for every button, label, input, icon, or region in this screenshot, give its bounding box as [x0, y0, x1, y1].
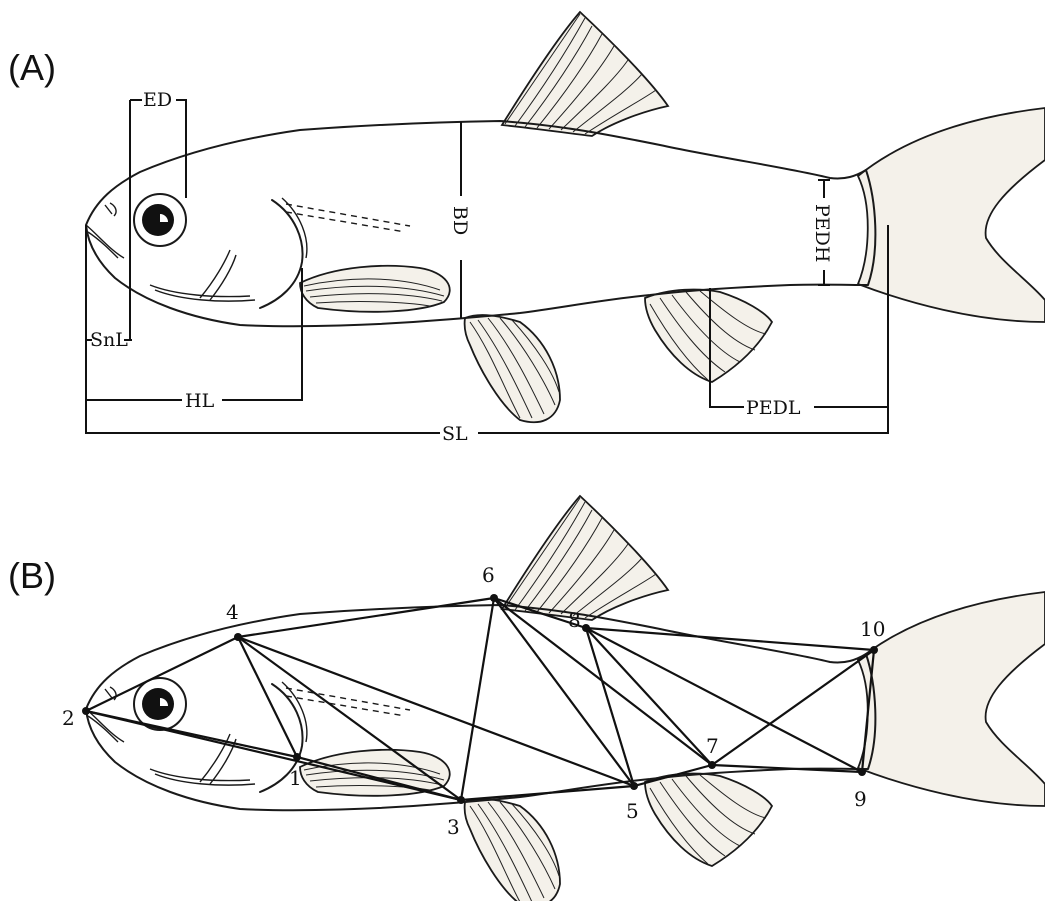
landmark-point-2: [82, 707, 90, 715]
landmark-label-2: 2: [62, 706, 75, 730]
landmark-point-7: [708, 761, 716, 769]
panel-a-label: (A): [8, 47, 56, 88]
panel-b: (B) 1 2 3 4 5 6 7 8 9 10: [8, 496, 1045, 901]
landmark-label-1: 1: [289, 766, 302, 790]
landmark-label-4: 4: [226, 600, 239, 624]
pedl-label: PEDL: [746, 397, 801, 419]
panel-a: (A) ED SnL HL SL: [8, 12, 1045, 445]
truss-line-3-6: [461, 598, 494, 800]
landmark-label-9: 9: [854, 787, 867, 811]
landmark-point-6: [490, 594, 498, 602]
hl-label: HL: [185, 390, 215, 412]
bd-label: BD: [449, 206, 471, 235]
landmark-label-3: 3: [447, 815, 460, 839]
landmark-point-8: [582, 624, 590, 632]
landmark-point-1: [293, 753, 301, 761]
sl-label: SL: [442, 423, 468, 445]
fish-outline-a: [86, 12, 1045, 422]
pedh-label: PEDH: [811, 204, 833, 262]
truss-line-6-5: [494, 598, 634, 786]
truss-line-8-10: [586, 628, 874, 650]
landmark-point-4: [234, 633, 242, 641]
landmark-point-10: [870, 646, 878, 654]
landmark-label-6: 6: [482, 563, 495, 587]
landmark-label-8: 8: [568, 608, 581, 632]
landmark-label-5: 5: [626, 799, 639, 823]
landmark-point-3: [457, 796, 465, 804]
landmark-point-9: [858, 768, 866, 776]
landmark-point-5: [630, 782, 638, 790]
landmark-label-7: 7: [706, 734, 719, 758]
fish-outline-b: [86, 496, 1045, 901]
truss-line-8-5: [586, 628, 634, 786]
truss-line-8-7: [586, 628, 712, 765]
panel-b-label: (B): [8, 555, 56, 596]
ed-label: ED: [143, 89, 172, 111]
landmark-points: [82, 594, 878, 804]
landmark-label-10: 10: [860, 617, 885, 641]
snl-label: SnL: [90, 329, 128, 351]
snl-bracket: [86, 225, 132, 340]
truss-line-3-5: [461, 786, 634, 800]
